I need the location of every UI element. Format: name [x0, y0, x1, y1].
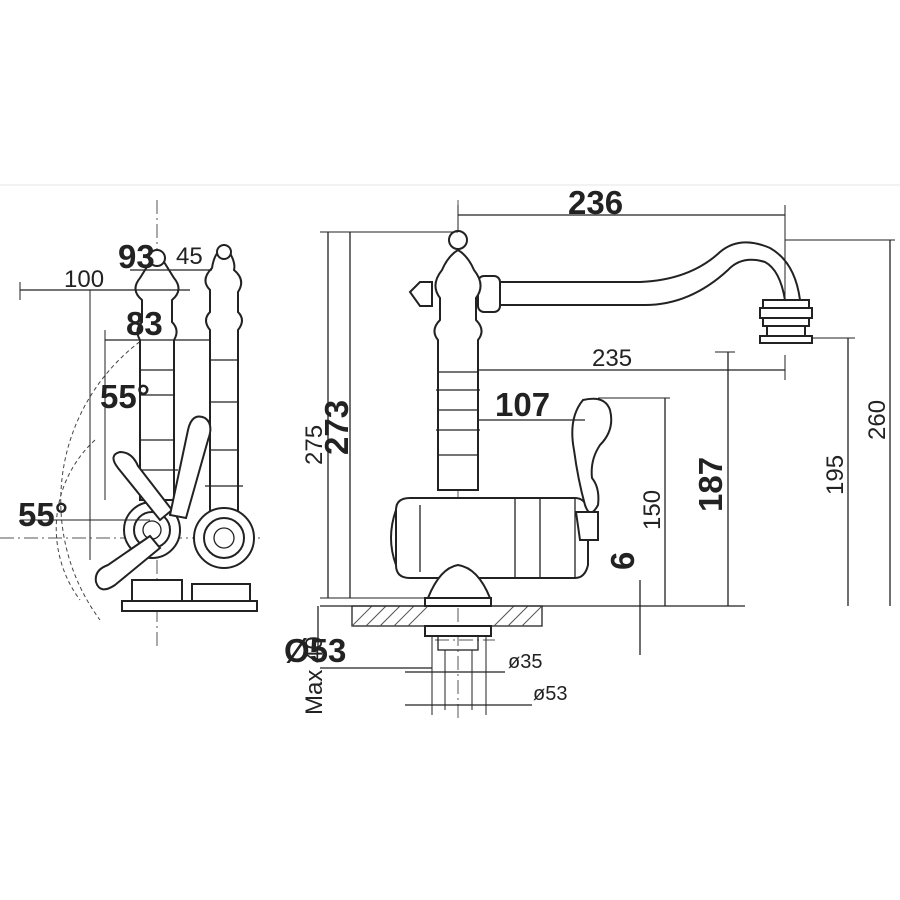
dim-275: 275 — [301, 425, 328, 465]
dim-150: 150 — [639, 490, 666, 530]
dim-107: 107 — [495, 386, 550, 423]
dim-236: 236 — [568, 184, 623, 221]
dim-83: 83 — [126, 305, 163, 342]
angle-55-top: 55° — [100, 378, 150, 415]
dim-45: 45 — [176, 243, 203, 270]
side-view — [0, 200, 260, 650]
dim-6: 6 — [604, 552, 641, 570]
dim-273: 273 — [318, 400, 355, 455]
dim-260: 260 — [864, 400, 891, 440]
countertop-hatch — [351, 605, 543, 627]
dimension-lines — [19, 205, 895, 706]
dim-dia-53: ø53 — [533, 683, 567, 705]
dim-dia-35: ø35 — [508, 651, 542, 673]
dim-195: 195 — [822, 455, 849, 495]
angle-55-left: 55° — [18, 496, 68, 533]
front-view — [320, 200, 813, 720]
dim-235: 235 — [592, 345, 632, 372]
dim-dia-53-large: Ø53 — [284, 632, 346, 669]
dim-100: 100 — [64, 266, 104, 293]
dim-93: 93 — [118, 238, 155, 275]
dimension-labels: 93 45 100 83 55° 55° 236 235 107 275 273… — [18, 184, 891, 715]
dim-max-40: Max 40 — [301, 636, 328, 715]
dim-187: 187 — [692, 457, 729, 512]
